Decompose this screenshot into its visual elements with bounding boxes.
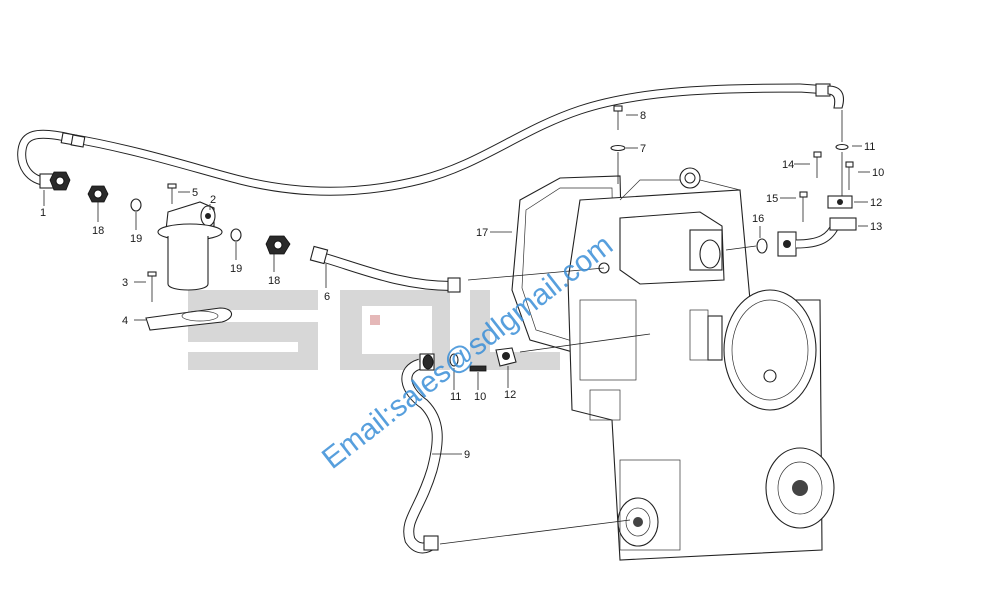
callout-11-upper: 11 [864,141,875,153]
callout-9: 9 [464,449,470,461]
callout-16: 16 [752,213,764,225]
hose-6 [309,245,461,293]
transmission [511,167,835,561]
callout-18-right: 18 [268,275,280,287]
callout-17: 17 [476,227,488,239]
callout-12-upper: 12 [870,197,882,209]
callout-labels: 1 18 19 5 2 19 18 3 4 6 17 8 7 11 10 12 … [40,110,884,461]
callout-5: 5 [192,187,198,199]
callout-19-right: 19 [230,263,242,275]
callout-10-upper: 10 [872,167,884,179]
left-fittings [39,171,291,331]
long-hose [17,83,845,196]
callout-7: 7 [640,143,646,155]
callout-19-left: 19 [130,233,142,245]
callout-4: 4 [122,315,128,327]
callout-11-lower: 11 [450,391,461,403]
callout-13: 13 [870,221,882,233]
callout-3: 3 [122,277,128,289]
right-fittings [610,105,857,257]
hose-9 [401,347,517,554]
callout-14: 14 [782,159,794,171]
callout-1: 1 [40,207,46,219]
callout-18-left: 18 [92,225,104,237]
leader-lines [43,110,870,545]
callout-8: 8 [640,110,646,122]
callout-12-lower: 12 [504,389,516,401]
callout-10-lower: 10 [474,391,486,403]
callout-15: 15 [766,193,778,205]
callout-6: 6 [324,291,330,303]
callout-2: 2 [210,194,216,206]
